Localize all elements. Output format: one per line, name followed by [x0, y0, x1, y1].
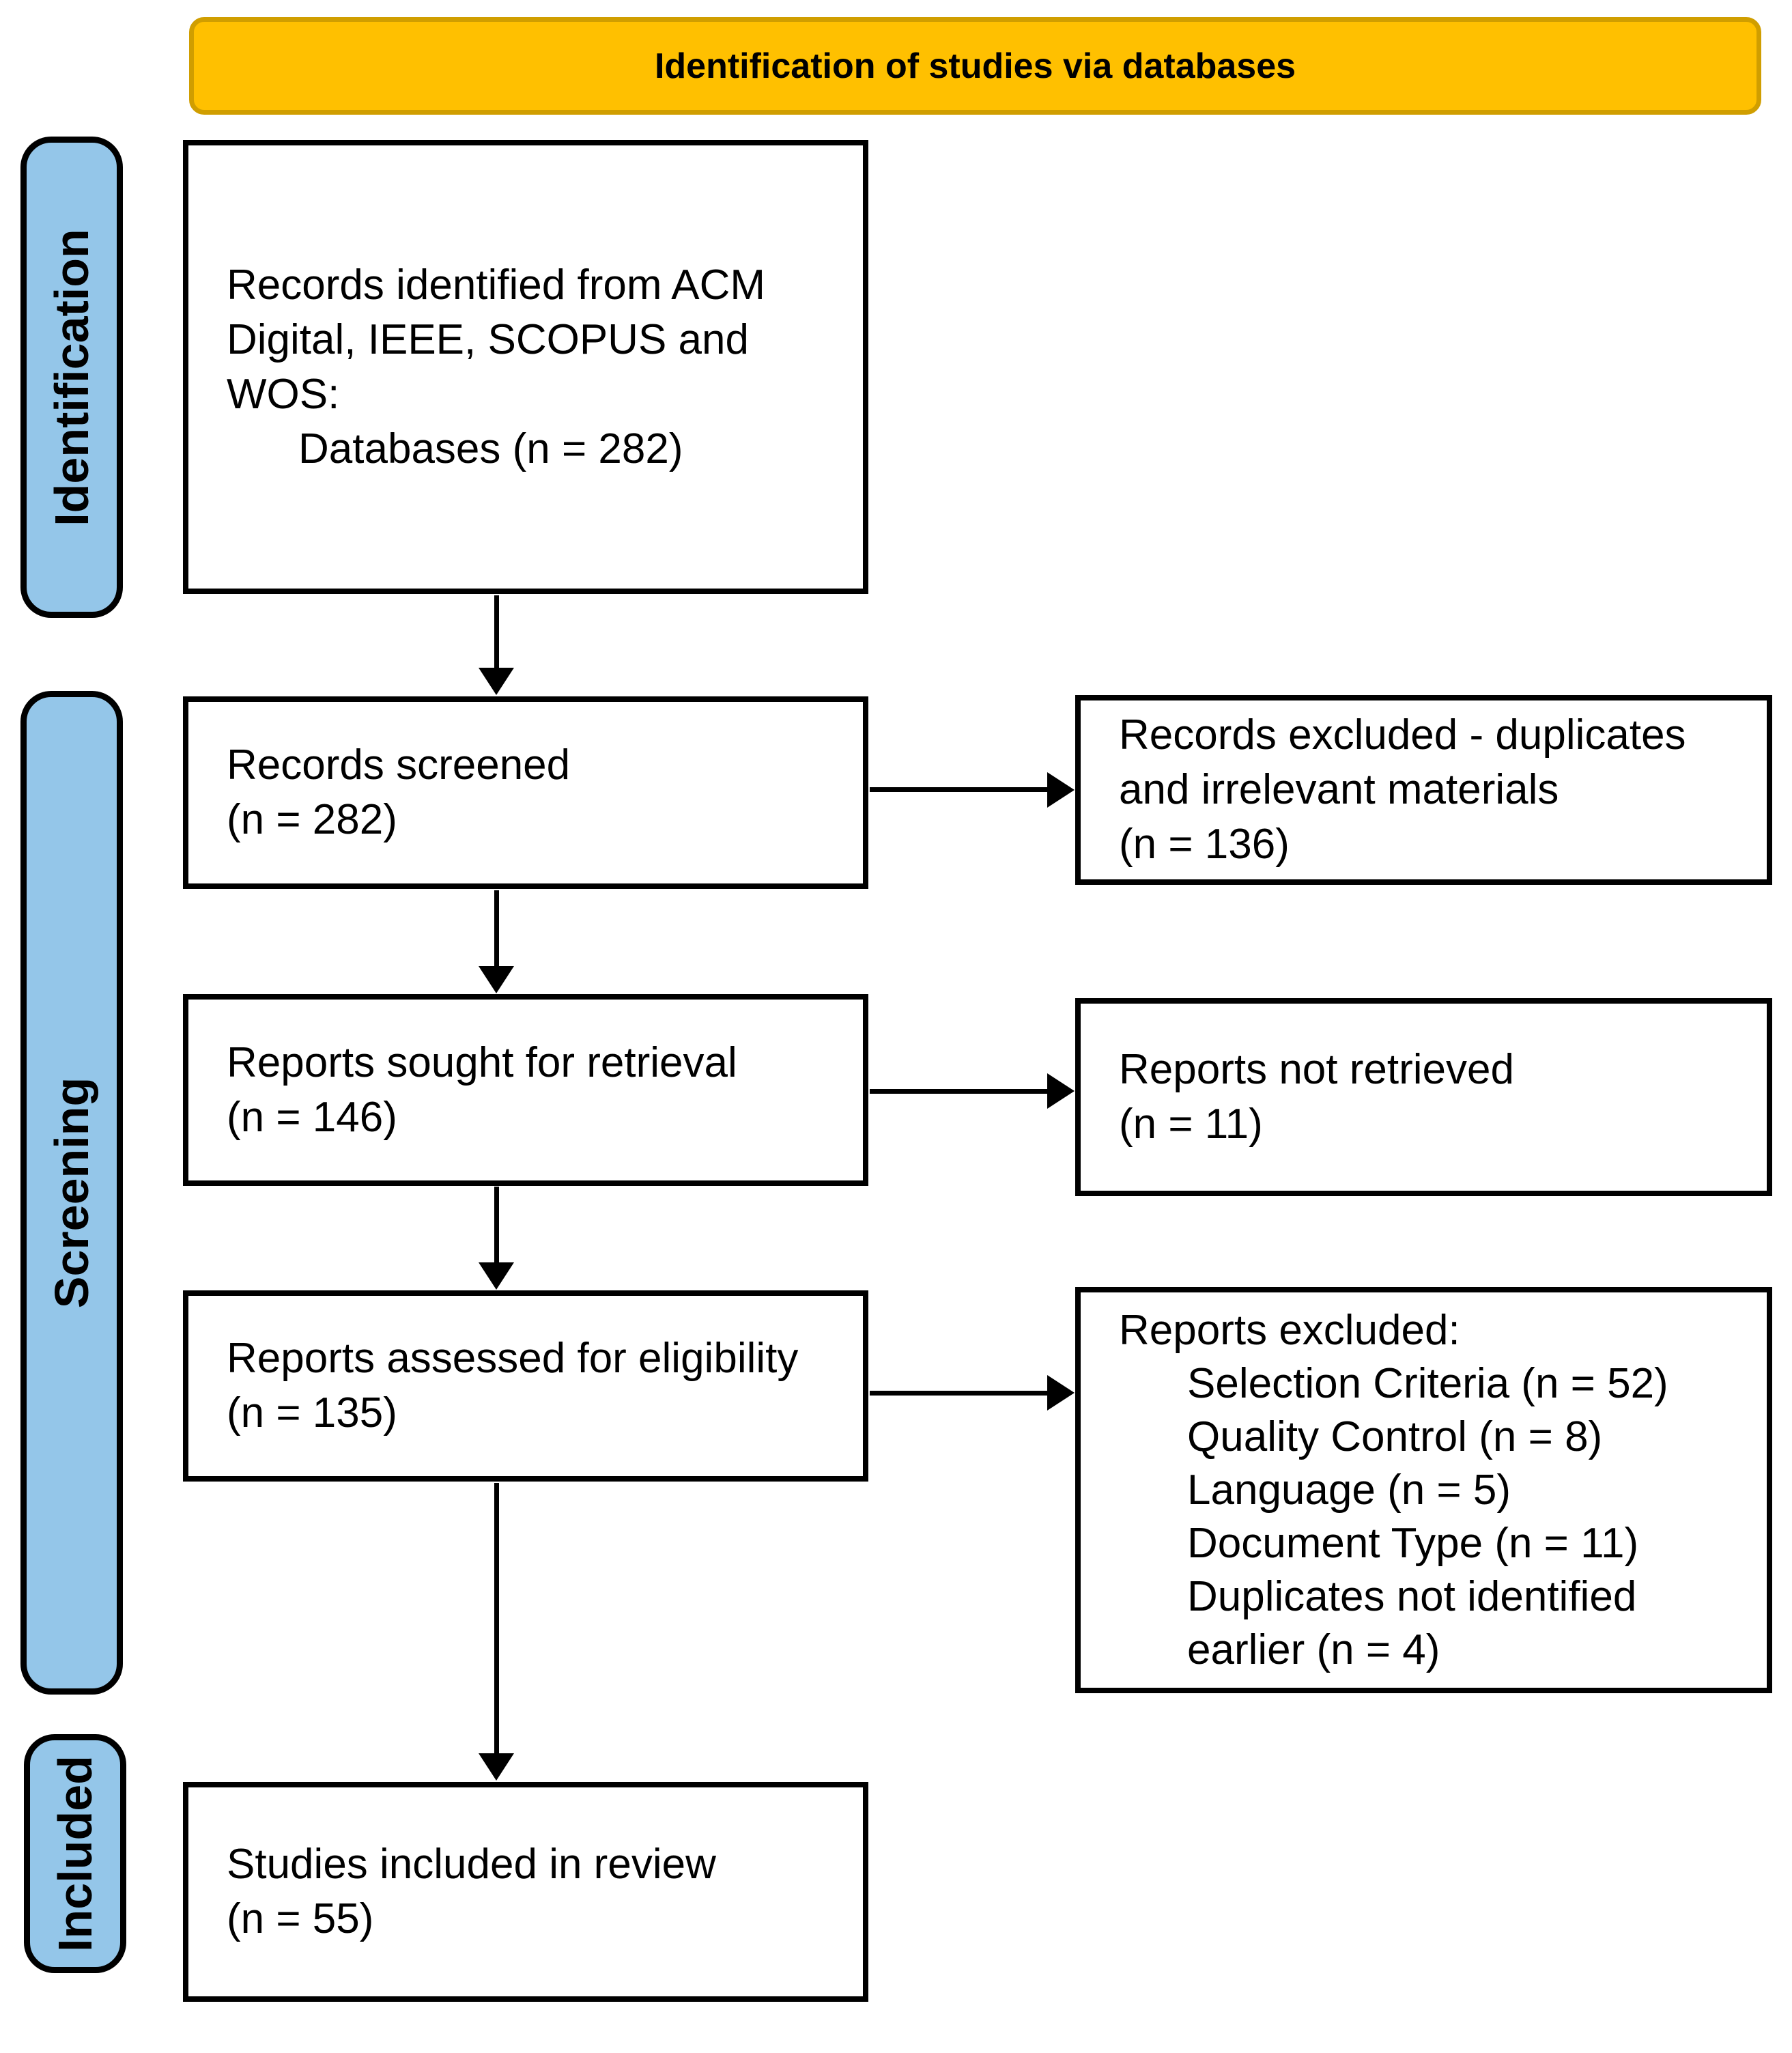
stage-screening: Screening	[20, 691, 123, 1695]
box-reports-excluded: Reports excluded: Selection Criteria (n …	[1075, 1287, 1772, 1693]
arrow-head-right-icon	[1047, 772, 1075, 808]
box-reports-assessed: Reports assessed for eligibility (n = 13…	[183, 1290, 868, 1482]
arrow-head-down-icon	[479, 668, 514, 695]
box-records-excluded-line1: Records excluded - duplicates	[1119, 711, 1686, 759]
box-reports-excluded-title: Reports excluded:	[1119, 1306, 1460, 1354]
stage-included-label: Included	[48, 1755, 102, 1952]
arrow-line	[870, 787, 1049, 792]
arrow-head-right-icon	[1047, 1375, 1075, 1411]
box-reports-sought-count: (n = 146)	[227, 1093, 397, 1141]
box-studies-included-line1: Studies included in review	[227, 1841, 716, 1888]
arrow-line	[870, 1089, 1049, 1094]
box-records-identified-line1: Records identified from ACM	[227, 261, 766, 309]
box-reports-sought: Reports sought for retrieval (n = 146)	[183, 994, 868, 1186]
arrow-line	[494, 595, 499, 669]
box-reports-excluded-item-4: Document Type (n = 11)	[1187, 1519, 1639, 1567]
banner-identification-via-databases: Identification of studies via databases	[189, 17, 1761, 115]
box-records-excluded-count: (n = 136)	[1119, 821, 1290, 868]
box-reports-excluded-item-5: Duplicates not identified	[1187, 1572, 1637, 1620]
box-reports-sought-line1: Reports sought for retrieval	[227, 1038, 737, 1086]
stage-screening-label: Screening	[45, 1077, 99, 1309]
box-records-identified-line3: WOS:	[227, 370, 340, 418]
box-reports-excluded-item-1: Selection Criteria (n = 52)	[1187, 1359, 1668, 1407]
box-reports-excluded-item-5b: earlier (n = 4)	[1187, 1626, 1440, 1673]
box-records-identified-count: Databases (n = 282)	[298, 425, 683, 472]
stage-included: Included	[24, 1734, 126, 1973]
box-records-screened-count: (n = 282)	[227, 796, 397, 843]
arrow-line	[870, 1391, 1049, 1396]
box-reports-not-retrieved: Reports not retrieved (n = 11)	[1075, 998, 1772, 1196]
box-studies-included-count: (n = 55)	[227, 1895, 374, 1942]
box-records-identified-line2: Digital, IEEE, SCOPUS and	[227, 315, 749, 363]
arrow-head-down-icon	[479, 1262, 514, 1290]
banner-title: Identification of studies via databases	[654, 46, 1296, 86]
box-records-identified: Records identified from ACM Digital, IEE…	[183, 140, 868, 594]
box-studies-included: Studies included in review (n = 55)	[183, 1782, 868, 2002]
arrow-line	[494, 1187, 499, 1264]
box-records-excluded-duplicates: Records excluded - duplicates and irrele…	[1075, 695, 1772, 885]
box-reports-not-retrieved-line1: Reports not retrieved	[1119, 1046, 1514, 1093]
box-reports-assessed-line1: Reports assessed for eligibility	[227, 1335, 799, 1382]
box-reports-excluded-item-2: Quality Control (n = 8)	[1187, 1413, 1603, 1460]
stage-identification-label: Identification	[45, 228, 98, 526]
stage-identification: Identification	[20, 137, 123, 618]
box-reports-not-retrieved-count: (n = 11)	[1119, 1101, 1263, 1148]
arrow-line	[494, 1483, 499, 1755]
arrow-head-right-icon	[1047, 1073, 1075, 1109]
box-reports-assessed-count: (n = 135)	[227, 1389, 397, 1436]
box-reports-excluded-item-3: Language (n = 5)	[1187, 1466, 1511, 1514]
box-records-screened-line1: Records screened	[227, 741, 571, 789]
arrow-line	[494, 890, 499, 967]
box-records-screened: Records screened (n = 282)	[183, 696, 868, 889]
arrow-head-down-icon	[479, 966, 514, 993]
box-records-excluded-line2: and irrelevant materials	[1119, 766, 1559, 813]
arrow-head-down-icon	[479, 1753, 514, 1781]
